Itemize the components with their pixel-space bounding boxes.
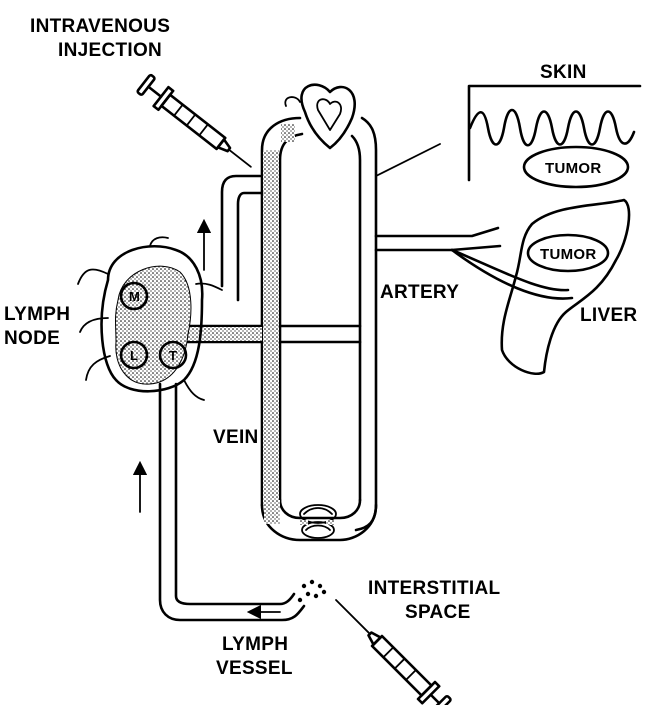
venous-inflow — [204, 176, 262, 300]
lymphocyte-letter: L — [130, 348, 138, 363]
lymph-node — [78, 237, 222, 400]
skin-label: SKIN — [540, 62, 587, 83]
intravenous-label: INTRAVENOUS — [30, 16, 170, 37]
artery-to-organs — [376, 144, 572, 299]
interstitial-label-line1: INTERSTITIAL — [368, 578, 500, 599]
injection-label: INJECTION — [58, 40, 162, 61]
intravenous-syringe-icon — [136, 74, 258, 177]
liver-label: LIVER — [580, 305, 637, 326]
lymph-vessel-label-line1: LYMPH — [222, 634, 288, 655]
heart — [285, 85, 354, 148]
lymph-node-label-line2: NODE — [4, 328, 60, 349]
capillary-bed — [300, 505, 336, 538]
lymph-node-label-line1: LYMPH — [4, 304, 70, 325]
vessel-loop — [262, 118, 376, 540]
liver — [502, 200, 629, 374]
macrophage-letter: M — [129, 289, 140, 304]
vein-label: VEIN — [213, 427, 259, 448]
lymph-vessel-label-line2: VESSEL — [216, 658, 293, 679]
skin-tumor-label: TUMOR — [545, 160, 602, 177]
artery-label: ARTERY — [380, 282, 459, 303]
t-cell-letter: T — [169, 348, 177, 363]
interstitial-label-line2: SPACE — [405, 602, 471, 623]
interstitial-particles — [298, 580, 326, 602]
liver-tumor-label: TUMOR — [540, 246, 597, 263]
